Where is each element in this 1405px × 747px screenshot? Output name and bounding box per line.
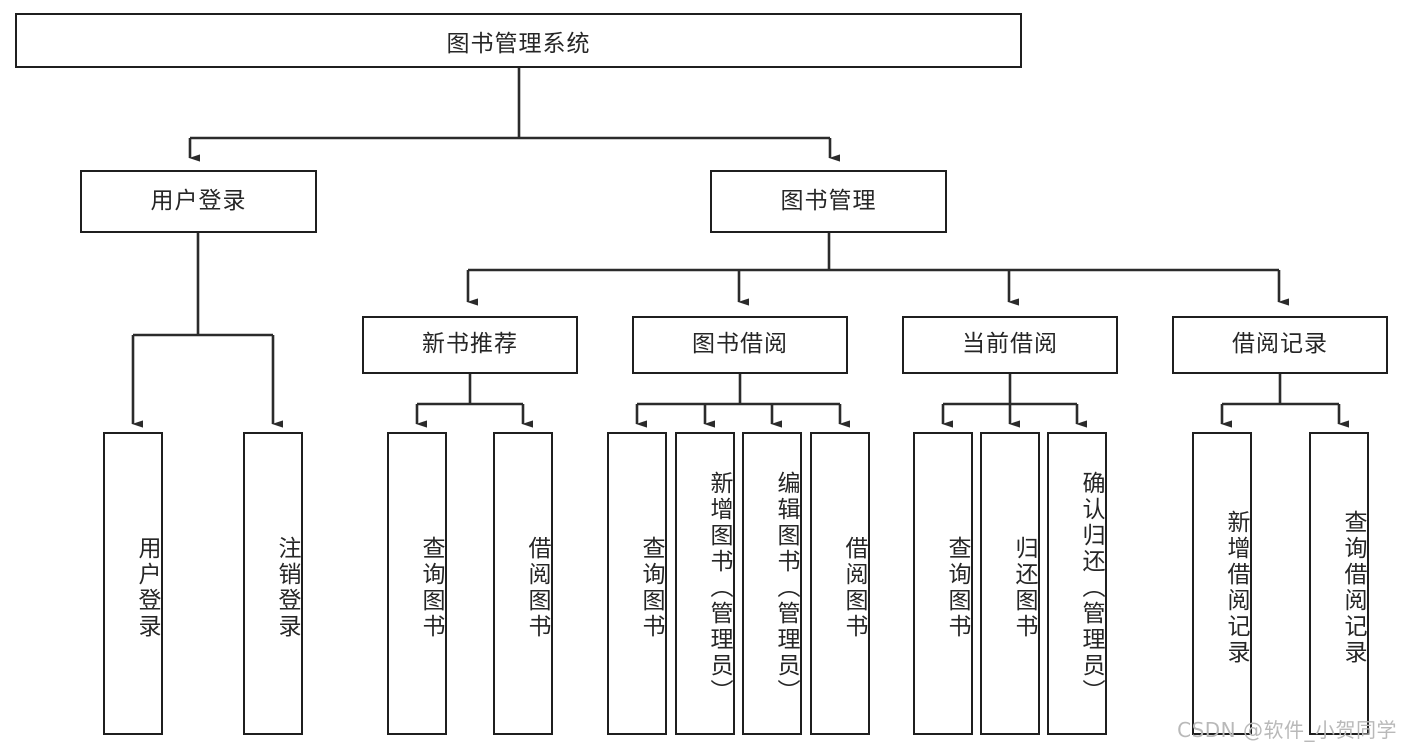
leaf-query-book-rec[interactable]: 查询图书: [387, 432, 447, 735]
node-new-book-recommendation[interactable]: 新书推荐: [362, 316, 578, 374]
leaf-label: 查询图书: [418, 535, 444, 640]
node-book-management[interactable]: 图书管理: [710, 170, 947, 233]
leaf-label: 借阅图书: [841, 535, 867, 640]
node-current-borrowing[interactable]: 当前借阅: [902, 316, 1118, 374]
leaf-label: 查询图书: [638, 535, 664, 640]
csdn-watermark: CSDN @软件_小贺同学: [1177, 718, 1397, 742]
leaf-label: 借阅图书: [524, 535, 550, 640]
leaf-label: 编辑图书（管理员）: [773, 470, 799, 705]
leaf-borrow-book-rec[interactable]: 借阅图书: [493, 432, 553, 735]
leaf-label: 用户登录: [134, 535, 160, 640]
leaf-label: 新增图书（管理员）: [706, 470, 732, 705]
leaf-borrow-book[interactable]: 借阅图书: [810, 432, 870, 735]
leaf-query-book-borrow[interactable]: 查询图书: [607, 432, 667, 735]
leaf-label: 归还图书: [1011, 535, 1037, 640]
leaf-label: 新增借阅记录: [1223, 509, 1249, 666]
leaf-label: 确认归还（管理员）: [1078, 470, 1104, 705]
node-book-borrowing[interactable]: 图书借阅: [632, 316, 848, 374]
leaf-return-book[interactable]: 归还图书: [980, 432, 1040, 735]
leaf-add-borrow-record[interactable]: 新增借阅记录: [1192, 432, 1252, 735]
leaf-user-login[interactable]: 用户登录: [103, 432, 163, 735]
leaf-logout[interactable]: 注销登录: [243, 432, 303, 735]
leaf-label: 注销登录: [274, 535, 300, 640]
leaf-confirm-return-admin[interactable]: 确认归还（管理员）: [1047, 432, 1107, 735]
node-root-system[interactable]: 图书管理系统: [15, 13, 1022, 68]
leaf-add-book-admin[interactable]: 新增图书（管理员）: [675, 432, 735, 735]
leaf-query-book-current[interactable]: 查询图书: [913, 432, 973, 735]
leaf-label: 查询借阅记录: [1340, 509, 1366, 666]
leaf-query-borrow-record[interactable]: 查询借阅记录: [1309, 432, 1369, 735]
node-borrowing-record[interactable]: 借阅记录: [1172, 316, 1388, 374]
leaf-label: 查询图书: [944, 535, 970, 640]
leaf-edit-book-admin[interactable]: 编辑图书（管理员）: [742, 432, 802, 735]
node-user-login[interactable]: 用户登录: [80, 170, 317, 233]
